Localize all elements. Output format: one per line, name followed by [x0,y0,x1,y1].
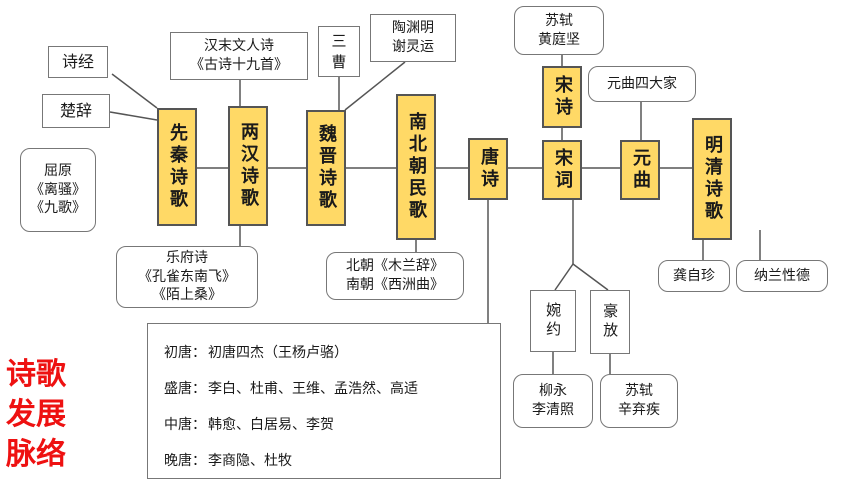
note-sancao: 三曹 [318,26,360,77]
note-shijing: 诗经 [48,46,108,78]
title-line: 脉络 [6,437,66,472]
period-label: 盛唐： [164,381,206,397]
period-label: 中唐： [164,417,206,433]
note-su-xin: 苏轼辛弃疾 [600,374,678,428]
note-wanyue: 婉约 [530,290,576,352]
note-hanmo: 汉末文人诗《古诗十九首》 [170,32,308,80]
era-nanbeichao: 南北朝民歌 [396,94,436,240]
tang-periods-box: 初唐： 初唐四杰（王杨卢骆） 盛唐： 李白、杜甫、王维、孟浩然、高适 中唐： 韩… [147,323,501,479]
note-chuci: 楚辞 [42,94,110,128]
era-yuanqu: 元曲 [620,140,660,200]
tang-period-row: 晚唐： 李商隐、杜牧 [164,442,500,478]
era-songci: 宋词 [542,140,582,200]
note-tao-xie: 陶渊明谢灵运 [370,14,456,62]
period-poets: 李商隐、杜牧 [208,453,292,469]
era-mingqing: 明清诗歌 [692,118,732,240]
era-xianqin: 先秦诗歌 [157,108,197,226]
tang-period-row: 初唐： 初唐四杰（王杨卢骆） [164,334,500,370]
note-yuefu: 乐府诗《孔雀东南飞》《陌上桑》 [116,246,258,308]
note-su-huang: 苏轼黄庭坚 [514,6,604,55]
note-yuanqu-four: 元曲四大家 [588,66,696,102]
note-liu-li: 柳永李清照 [513,374,593,428]
period-poets: 初唐四杰（王杨卢骆） [208,345,348,361]
note-haofang: 豪放 [590,290,630,354]
period-poets: 李白、杜甫、王维、孟浩然、高适 [208,381,418,397]
period-label: 初唐： [164,345,206,361]
note-gong: 龚自珍 [658,260,730,292]
period-label: 晚唐： [164,453,206,469]
tang-period-row: 中唐： 韩愈、白居易、李贺 [164,406,500,442]
note-quyuan: 屈原《离骚》《九歌》 [20,148,96,232]
era-lianghan: 两汉诗歌 [228,106,268,226]
era-weijin: 魏晋诗歌 [306,110,346,226]
era-tang: 唐诗 [468,138,508,200]
period-poets: 韩愈、白居易、李贺 [208,417,334,433]
tang-period-row: 盛唐： 李白、杜甫、王维、孟浩然、高适 [164,370,500,406]
note-beichao-nanchao: 北朝《木兰辞》南朝《西洲曲》 [326,252,464,300]
note-nalan: 纳兰性德 [736,260,828,292]
title-line: 发展 [6,397,66,432]
title-line: 诗歌 [6,357,66,392]
page-title: 诗歌 发展 脉络 [6,355,66,475]
era-songshi: 宋诗 [542,66,582,128]
